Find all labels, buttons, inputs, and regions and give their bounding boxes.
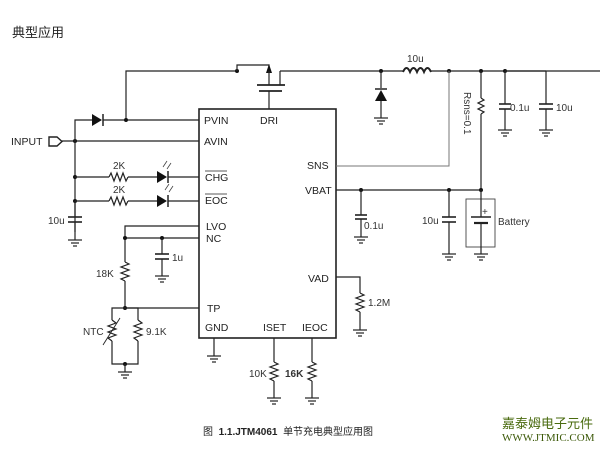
cap-out-1-value: 0.1u: [510, 103, 529, 114]
pin-lvo: LVO: [206, 221, 226, 233]
cap-lvo-value: 1u: [172, 253, 183, 264]
r-chg-value: 2K: [113, 161, 126, 172]
r-tp-value: 9.1K: [146, 327, 167, 338]
battery-label: Battery: [498, 217, 530, 228]
gnd-pin-ground: [207, 338, 221, 363]
input-diode: [74, 114, 199, 232]
r-iset-value: 10K: [249, 369, 267, 380]
cap-vbat-value: 0.1u: [364, 221, 383, 232]
cap-out-2-value: 10u: [556, 103, 573, 114]
eoc-led-branch: 2K: [73, 183, 199, 207]
pin-eoc: EOC: [205, 195, 228, 207]
rsns-value: Rsns=0.1: [461, 92, 472, 135]
sns-net: [336, 69, 451, 167]
output-cap-1: 0.1u: [498, 69, 529, 137]
pin-avin: AVIN: [204, 136, 228, 148]
pin-dri: DRI: [260, 115, 278, 127]
ntc-label: NTC: [83, 327, 104, 338]
caption-part-number: 1.1.JTM4061: [218, 427, 278, 438]
vad-resistor: 1.2M: [336, 276, 390, 337]
inductor-value: 10u: [407, 54, 424, 65]
pin-pvin: PVIN: [204, 115, 229, 127]
pin-sns: SNS: [307, 160, 329, 172]
pin-vbat: VBAT: [305, 185, 332, 197]
pmos-transistor: [257, 64, 285, 109]
pin-tp: TP: [207, 303, 220, 315]
pin-chg: CHG: [205, 172, 228, 184]
input-label: INPUT: [11, 136, 43, 148]
inductor: 10u: [402, 54, 432, 75]
ic-chip: [198, 108, 337, 339]
cap-in-value: 10u: [48, 216, 65, 227]
pin-ieoc: IEOC: [302, 322, 328, 334]
pin-nc: NC: [206, 233, 222, 245]
figure-caption: 图 1.1.JTM4061 单节充电典型应用图: [203, 423, 373, 438]
ieoc-resistor: 16K: [285, 338, 319, 405]
r-eoc-value: 2K: [113, 185, 126, 196]
pin-vad: VAD: [308, 273, 329, 285]
watermark-company: 嘉泰姆电子元件: [502, 417, 594, 432]
vbat-network: 0.1u 10u: [336, 188, 483, 261]
battery: + Battery: [465, 190, 530, 261]
r-ieoc-value: 16K: [285, 369, 304, 380]
r-lvo-value: 18K: [96, 269, 114, 280]
input-cap: 10u: [48, 201, 82, 247]
r-vad-value: 1.2M: [368, 298, 390, 309]
sense-resistor: Rsns=0.1: [461, 69, 486, 190]
chg-led-branch: 2K: [73, 160, 199, 183]
caption-title: 单节充电典型应用图: [283, 427, 374, 438]
caption-prefix: 图: [203, 427, 213, 438]
pin-iset: ISET: [263, 322, 287, 334]
lvo-network: 1u 18K: [96, 225, 199, 308]
iset-resistor: 10K: [249, 338, 281, 405]
schottky-diode: [374, 69, 388, 125]
cap-bat-value: 10u: [422, 216, 439, 227]
ntc-network: NTC 9.1K: [83, 306, 199, 379]
section-heading: 典型应用: [12, 26, 65, 41]
watermark-url: WWW.JTMIC.COM: [502, 432, 595, 444]
input-port: INPUT: [11, 136, 199, 148]
output-cap-2: 10u: [539, 71, 573, 137]
watermark: 嘉泰姆电子元件 WWW.JTMIC.COM: [502, 413, 594, 444]
pin-gnd: GND: [205, 322, 229, 334]
battery-plus: +: [482, 207, 488, 218]
